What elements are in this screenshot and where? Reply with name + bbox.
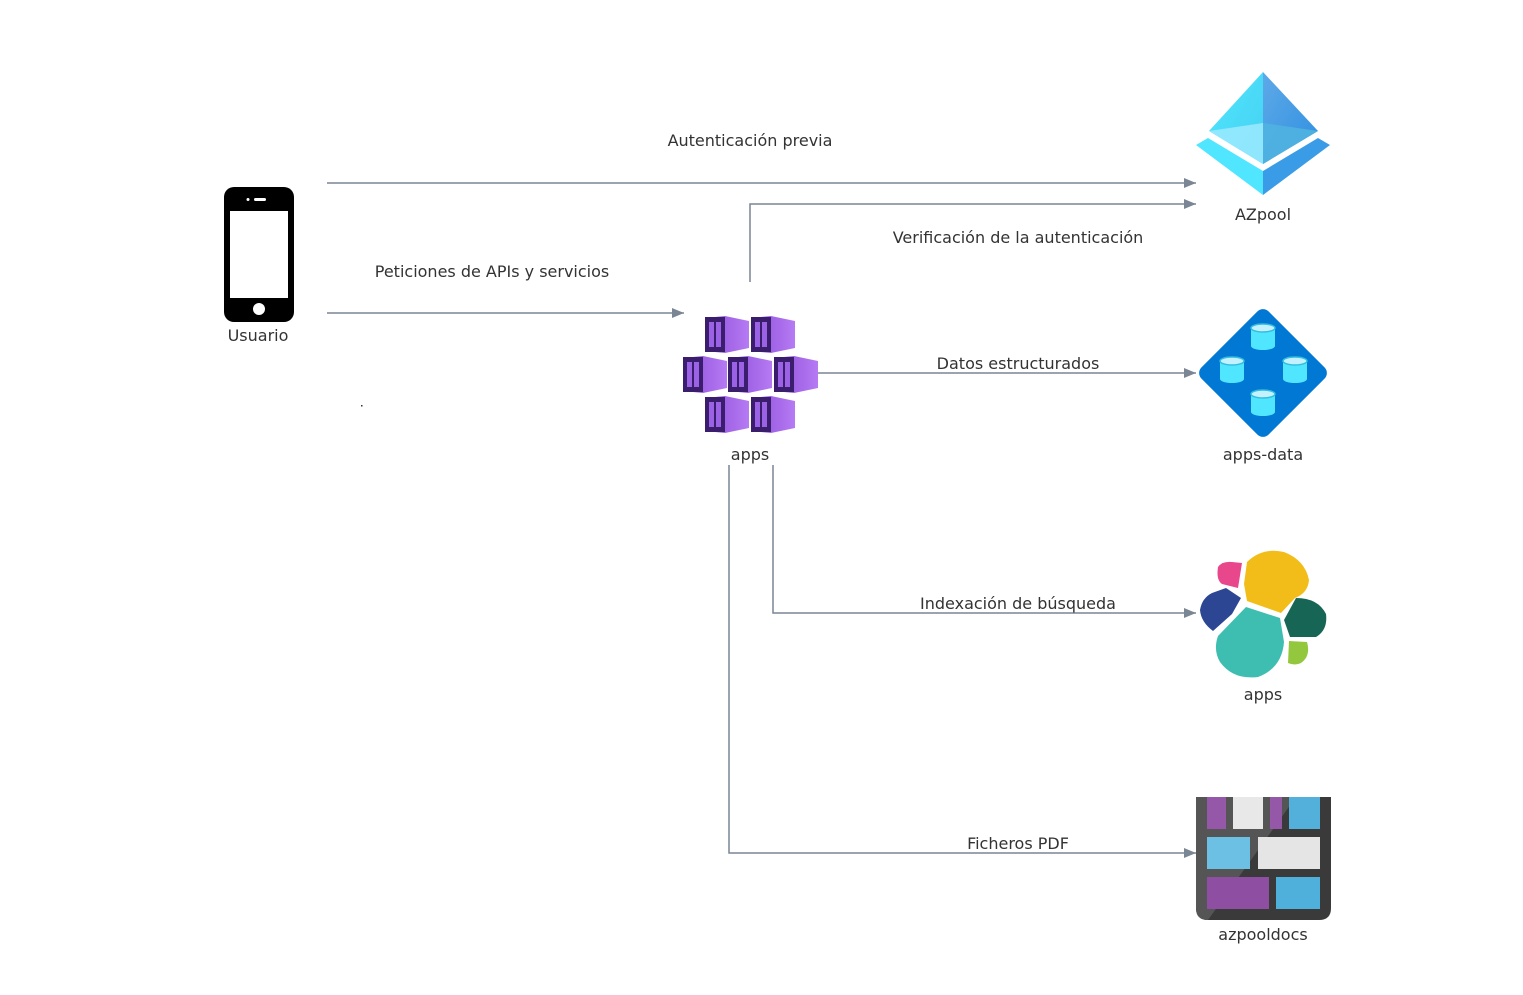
database-cylinder [1282, 356, 1308, 383]
container-cube [774, 356, 818, 393]
edge-ficheros-pdf[interactable] [728, 465, 1196, 858]
edge-label-datos: Datos estructurados [937, 354, 1100, 373]
container-cube [751, 396, 795, 433]
node-label-azpooldocs: azpooldocs [1218, 925, 1307, 944]
database-cylinder [1250, 323, 1276, 350]
container-cube [683, 356, 727, 393]
node-apps-data[interactable]: apps-data [1196, 306, 1330, 464]
container-cube [705, 396, 749, 433]
node-label-apps-aks: apps [731, 445, 769, 464]
elasticsearch-icon [1200, 550, 1327, 678]
container-cube [705, 316, 749, 353]
node-azpooldocs[interactable]: azpooldocs [1196, 797, 1331, 944]
node-usuario[interactable]: Usuario [224, 187, 294, 345]
mobile-phone-icon [224, 187, 294, 322]
azure-active-directory-icon [1196, 72, 1330, 195]
database-cylinder [1250, 389, 1276, 416]
edge-label-indexacion: Indexación de búsqueda [920, 594, 1116, 613]
container-cube [728, 356, 772, 393]
node-label-azpool: AZpool [1235, 205, 1291, 224]
container-cube [751, 316, 795, 353]
node-apps-aks[interactable]: apps [683, 316, 818, 464]
node-label-apps-data: apps-data [1223, 445, 1303, 464]
node-azpool[interactable]: AZpool [1196, 72, 1330, 224]
blob-storage-icon [1196, 797, 1331, 920]
edge-label-ficheros: Ficheros PDF [967, 834, 1069, 853]
edge-label-verificacion: Verificación de la autenticación [893, 228, 1144, 247]
node-label-usuario: Usuario [228, 326, 289, 345]
edge-indexacion-busqueda[interactable] [772, 465, 1196, 618]
database-cylinder [1219, 356, 1245, 383]
edge-verificacion-autenticacion[interactable] [749, 199, 1196, 282]
node-apps-search[interactable]: apps [1200, 550, 1327, 704]
edge-label-autenticacion-previa: Autenticación previa [668, 131, 833, 150]
stray-dot [361, 405, 363, 407]
node-label-apps-search: apps [1244, 685, 1282, 704]
kubernetes-containers-icon [683, 316, 818, 433]
edge-label-peticiones: Peticiones de APIs y servicios [375, 262, 610, 281]
cosmos-database-icon [1199, 309, 1327, 437]
